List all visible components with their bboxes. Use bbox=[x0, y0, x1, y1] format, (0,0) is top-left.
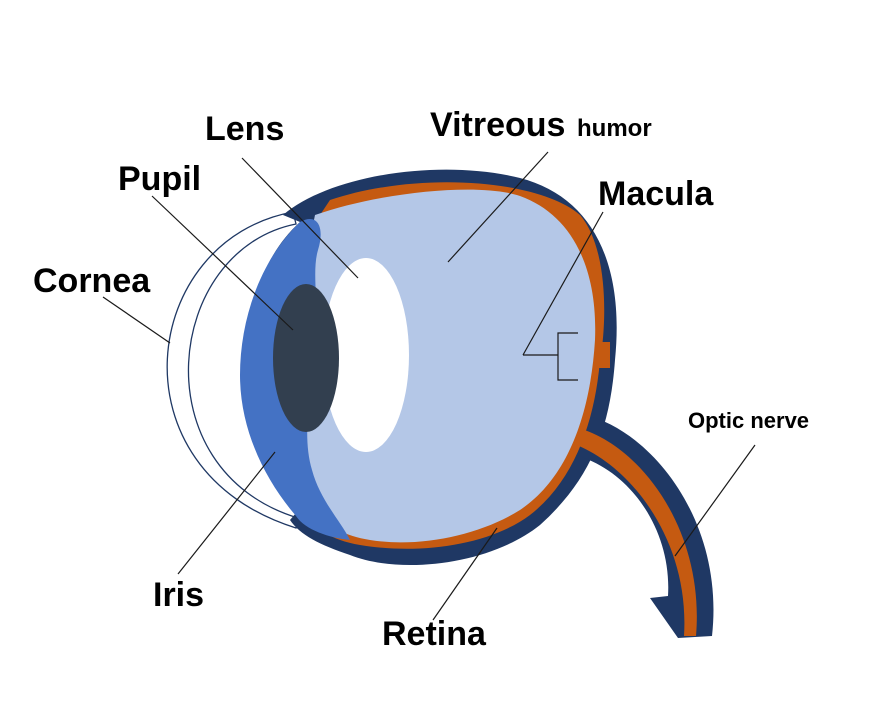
leader-pupil bbox=[151, 195, 294, 331]
leader-vitreous bbox=[447, 151, 549, 263]
label-macula: Macula bbox=[598, 175, 714, 213]
label-humor: humor bbox=[577, 115, 652, 142]
leader-cornea bbox=[102, 296, 171, 344]
label-pupil: Pupil bbox=[118, 160, 201, 198]
label-cornea: Cornea bbox=[33, 262, 151, 300]
cornea bbox=[166, 211, 299, 529]
leader-iris bbox=[177, 451, 276, 575]
optic-nerve-sheath bbox=[575, 415, 714, 638]
leader-retina bbox=[432, 527, 498, 621]
label-lens: Lens bbox=[205, 110, 284, 148]
optic-nerve-core bbox=[574, 428, 697, 636]
label-optic-nerve: Optic nerve bbox=[688, 408, 809, 433]
leader-macula-bracket bbox=[523, 332, 578, 381]
label-vitreous: Vitreous bbox=[430, 106, 565, 144]
label-iris: Iris bbox=[153, 576, 204, 614]
leader-macula bbox=[522, 211, 604, 356]
pupil bbox=[273, 284, 339, 432]
leader-optic-nerve bbox=[674, 444, 756, 557]
leader-lens bbox=[241, 157, 359, 279]
label-retina: Retina bbox=[382, 615, 487, 653]
lens bbox=[323, 258, 409, 452]
